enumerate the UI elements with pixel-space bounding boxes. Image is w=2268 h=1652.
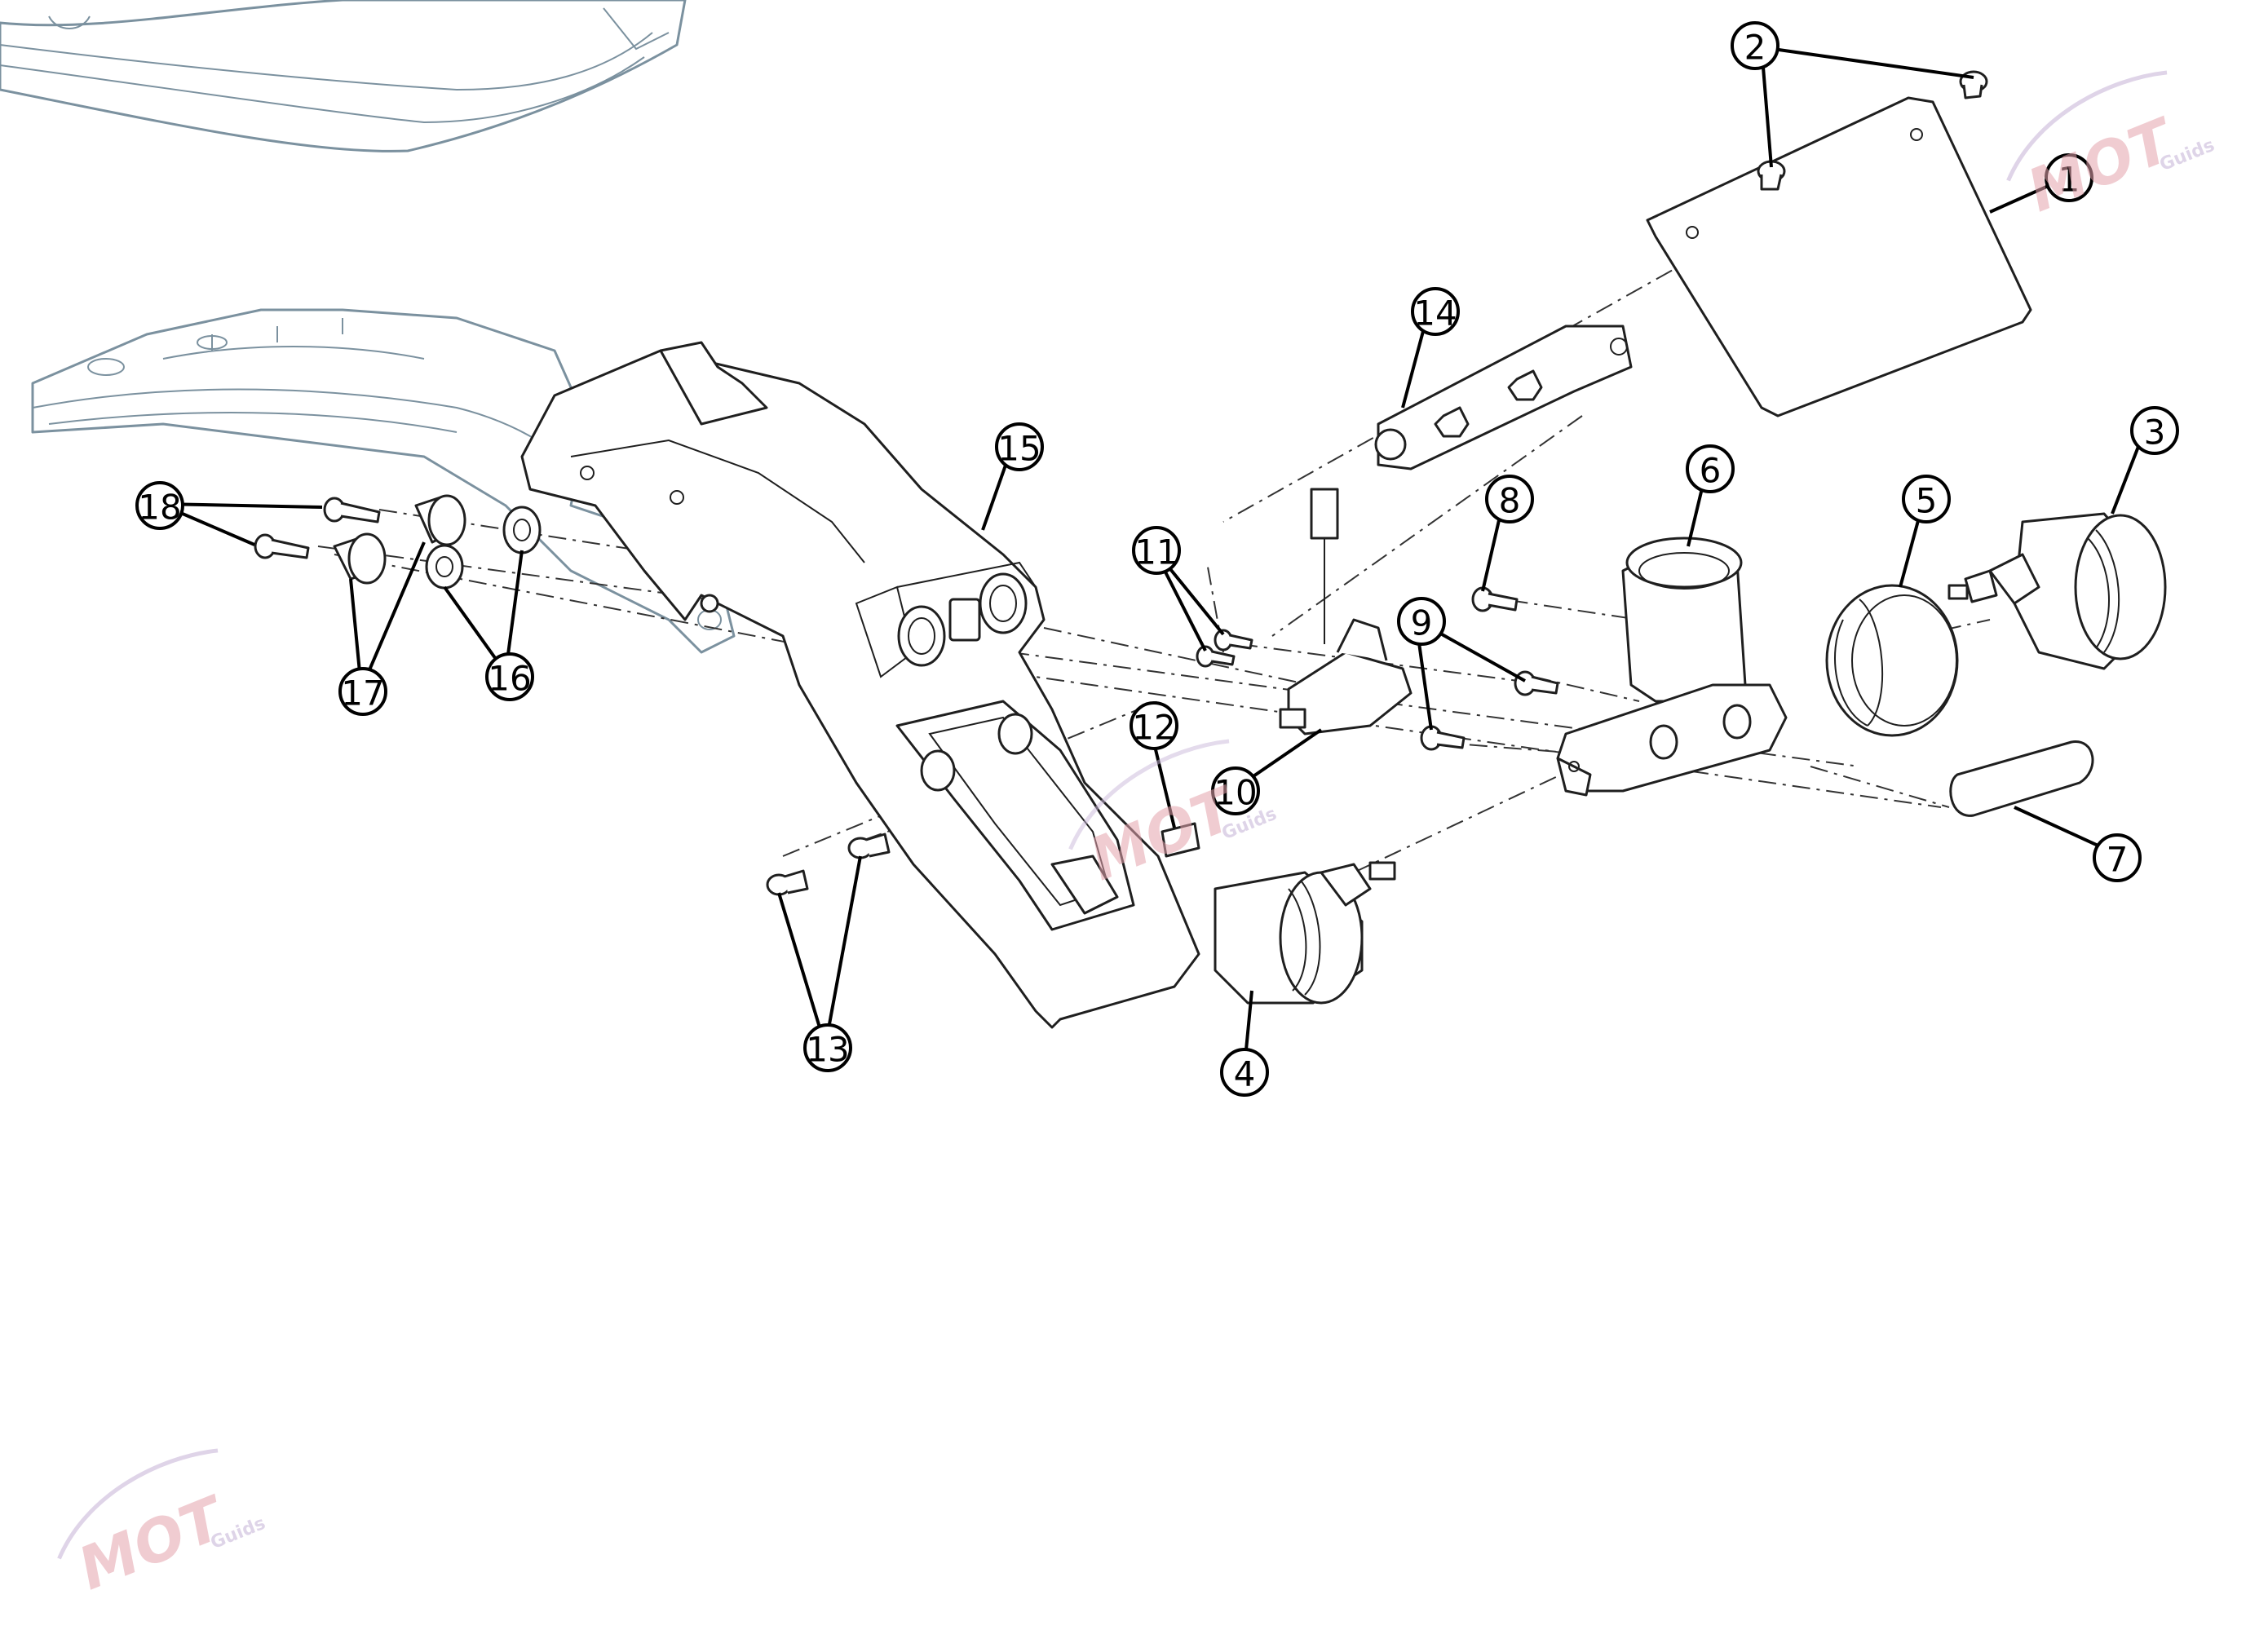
part-16-washers — [425, 506, 542, 590]
callout-label-10: 10 — [1214, 773, 1257, 813]
callout-label-5: 5 — [1916, 481, 1938, 521]
part-15-rear-fender — [520, 341, 1200, 1029]
callout-label-4: 4 — [1234, 1054, 1256, 1094]
callout-13: 13 — [803, 1023, 852, 1072]
callout-16: 16 — [485, 652, 534, 701]
callout-1: 1 — [2045, 153, 2093, 202]
callout-label-8: 8 — [1499, 481, 1521, 521]
part-7-reflector — [1949, 740, 2094, 817]
part-13-screws — [766, 833, 891, 896]
callout-label-16: 16 — [488, 659, 531, 699]
callout-label-12: 12 — [1132, 708, 1175, 748]
callout-17: 17 — [338, 667, 387, 716]
callout-label-14: 14 — [1413, 294, 1457, 333]
callout-label-7: 7 — [2107, 840, 2129, 880]
part-1-license-plate — [1646, 96, 2032, 417]
part-6-light-housing — [1556, 537, 1788, 797]
part-18-bolts — [254, 497, 381, 559]
ghost-rear-fender-upper — [0, 0, 687, 152]
callout-12: 12 — [1130, 701, 1178, 750]
callout-10: 10 — [1211, 766, 1260, 815]
callout-2: 2 — [1731, 21, 1779, 70]
watermark-logo-top-right: MOT Guids — [2006, 70, 2217, 225]
callout-3: 3 — [2130, 406, 2179, 455]
callout-7: 7 — [2093, 833, 2142, 882]
callout-14: 14 — [1411, 287, 1460, 336]
callout-9: 9 — [1397, 597, 1446, 646]
callout-label-13: 13 — [806, 1030, 849, 1070]
callout-label-1: 1 — [2058, 160, 2080, 200]
part-17-grommets — [333, 494, 466, 585]
callout-11: 11 — [1132, 526, 1181, 575]
callout-label-6: 6 — [1700, 451, 1722, 491]
callout-4: 4 — [1220, 1048, 1269, 1097]
part-10-license-light — [1279, 488, 1413, 735]
part-11-screws — [1196, 629, 1253, 668]
callout-5: 5 — [1902, 475, 1951, 523]
part-8-screw — [1471, 586, 1519, 612]
part-3-turn-signal — [1947, 512, 2167, 670]
callout-8: 8 — [1485, 475, 1534, 523]
watermark-logo-bottom-left: MOT Guids — [57, 1448, 268, 1603]
callout-label-17: 17 — [341, 674, 384, 713]
callout-18: 18 — [135, 481, 184, 530]
callout-15: 15 — [995, 422, 1044, 471]
part-12-clip — [1161, 822, 1200, 858]
callout-6: 6 — [1686, 444, 1735, 493]
part-4-turn-signal — [1214, 861, 1396, 1005]
callout-label-3: 3 — [2144, 413, 2166, 453]
part-14-bracket — [1374, 325, 1633, 470]
callout-label-15: 15 — [997, 429, 1041, 469]
callout-label-18: 18 — [138, 488, 181, 528]
part-9-screws — [1420, 670, 1559, 751]
callout-label-9: 9 — [1411, 603, 1433, 643]
part-5-lens — [1825, 584, 1959, 737]
callout-label-2: 2 — [1744, 28, 1766, 68]
callout-label-11: 11 — [1134, 532, 1178, 572]
